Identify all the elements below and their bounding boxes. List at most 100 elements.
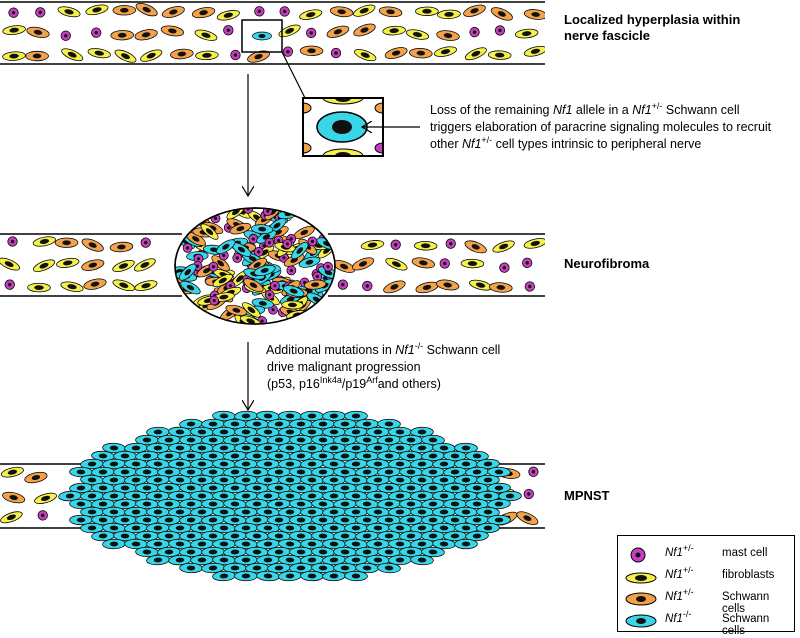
schwannNull-cell [267,546,291,558]
schwannHet-cell [109,241,134,253]
schwannNull-cell [300,410,324,422]
schwannNull-cell [146,554,170,566]
fibroblast-icon [625,572,657,584]
fibroblast-cell [353,4,376,17]
schwannNull-cell [333,562,357,574]
schwannNull-cell [487,514,511,526]
schwannNull-cell [476,474,500,486]
schwannNull-cell [366,522,390,534]
schwannHet-cell [293,226,315,239]
schwannNull-cell [443,514,467,526]
schwannNull-cell [135,450,159,462]
fibroblast-cell [281,300,304,310]
schwannNull-cell [300,570,324,582]
mast-cell [8,7,19,18]
mast-cell [439,258,450,269]
schwannNull-cell [300,522,324,534]
schwannNull-cell [212,458,236,470]
mast-cell [323,261,333,272]
schwannNull-cell [388,506,412,518]
schwannHet-cell [229,222,252,235]
schwannNull-cell [157,466,181,478]
schwannHet-cell [2,491,26,504]
schwannNull-cell [311,546,335,558]
mast-cell [264,289,275,300]
schwannNull-cell [168,426,192,438]
mast-cell-icon [630,547,646,563]
mast-cell [499,262,510,273]
mast-cell [253,246,264,257]
schwannNull-cell [377,418,401,430]
schwannNull-cell [124,506,148,518]
mast-cell [528,466,539,477]
schwannNull-cell [377,530,401,542]
schwannNull-cell [421,466,445,478]
schwannNull-cell [212,410,236,422]
mast-cell [140,237,151,248]
schwannNull-cell [113,450,137,462]
schwannNull-cell [322,410,346,422]
legend: Nf1+/- mast cell Nf1+/- fibroblasts Nf1+… [617,535,795,637]
mast-cell [282,239,293,249]
schwannNull-cell [282,285,305,297]
mast-cell [494,25,506,36]
fibroblast-cell [0,511,23,524]
schwannNull-cell [250,224,274,235]
schwannNull-cell [443,498,467,510]
schwannNull-cell [322,506,346,518]
schwannNull-cell [201,546,225,558]
schwannNull-cell [168,554,192,566]
schwannHet-cell [415,281,439,294]
schwannNull-cell [300,426,324,438]
schwannNull-cell [157,546,181,558]
schwannNull-cell [291,241,309,260]
schwannNull-cell [179,466,203,478]
fibroblast-cell [32,259,56,272]
schwannNull-cell [190,506,214,518]
schwannNull-cell [333,498,357,510]
mast-cell [7,236,18,247]
recruitment-note: Loss of the remaining Nf1 allele in a Nf… [430,101,772,152]
schwannNull-cell [256,554,280,566]
fibroblast-cell [464,47,487,61]
legend-item-mast: Nf1+/- mast cell [618,544,794,566]
schwannHet-cell [378,6,403,18]
schwannNull-cell [421,546,445,558]
schwannHet-cell [411,257,435,269]
schwannNull-cell [91,466,115,478]
schwannHet-cell [135,2,158,17]
schwannHet-cell [247,50,270,63]
schwannNull-cell [69,482,93,494]
mast-cell [337,279,349,290]
schwannNull-cell [487,466,511,478]
schwannHet-cell [161,6,185,18]
schwannNull-cell [322,474,346,486]
schwannNull-cell [146,506,170,518]
schwannNull-cell [388,522,412,534]
schwannNull-cell [278,442,302,454]
mast-cell [232,253,243,263]
schwannNull-cell [366,538,390,550]
fibroblast-cell [360,240,385,250]
schwannHet-cell [112,5,137,16]
schwannNull-cell [311,482,335,494]
schwannNull-cell [322,522,346,534]
fibroblast-cell [0,466,24,478]
fibroblast-cell [56,257,80,268]
schwannNull-cell [465,530,489,542]
schwannNull-cell [135,530,159,542]
schwannNull-cell [278,410,302,422]
schwannHet-cell [329,6,354,18]
schwannNull-cell [190,522,214,534]
fibroblast-cell [523,45,545,57]
mast-cell [362,280,373,292]
schwannNull-cell [421,514,445,526]
fibroblast-cell [382,25,406,36]
schwannNull-cell [476,458,500,470]
schwannNull-cell [355,498,379,510]
fibroblast-cell [32,236,56,247]
fibroblast-cell [437,9,461,20]
fibroblast-cell [140,49,163,62]
schwannNull-cell [146,442,170,454]
schwannNull-cell [212,442,236,454]
